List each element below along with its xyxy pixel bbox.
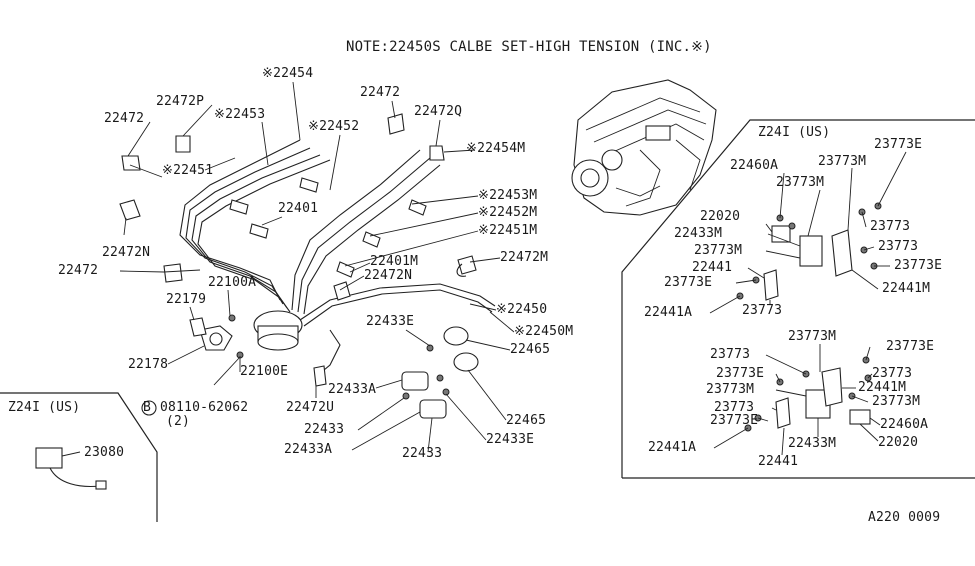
part-label: 23773M bbox=[872, 394, 921, 409]
engine-illustration bbox=[571, 79, 717, 216]
part-label: 23773M bbox=[776, 175, 825, 190]
part-label: 22441A bbox=[644, 305, 693, 320]
part-label: 22433M bbox=[674, 226, 723, 241]
part-label: 22433E bbox=[486, 432, 535, 447]
part-label: ※22452 bbox=[308, 119, 360, 134]
part-label: 23773M bbox=[706, 382, 755, 397]
part-label: 23773 bbox=[872, 366, 913, 381]
part-label: 22472U bbox=[286, 400, 335, 415]
part-label: 22433A bbox=[284, 442, 333, 457]
part-label: 23773E bbox=[894, 258, 943, 273]
part-label: 23080 bbox=[84, 445, 125, 460]
part-label: 23773E bbox=[874, 137, 923, 152]
part-label: 08110-62062 bbox=[160, 400, 249, 415]
part-label: 22178 bbox=[128, 357, 169, 372]
part-label: 22465 bbox=[506, 413, 547, 428]
part-label: 22465 bbox=[510, 342, 551, 357]
part-label: 23773E bbox=[710, 413, 759, 428]
part-label: 23773M bbox=[788, 329, 837, 344]
part-label: 22441 bbox=[758, 454, 799, 469]
part-label: 22460A bbox=[730, 158, 779, 173]
section-title-main: Z24I (US) bbox=[758, 125, 831, 140]
section-title-left: Z24I (US) bbox=[8, 400, 81, 415]
clamps-left bbox=[119, 135, 191, 283]
part-label: 22433M bbox=[788, 436, 837, 451]
part-label: ※22451 bbox=[162, 163, 214, 178]
part-label: ※22451M bbox=[478, 223, 538, 238]
part-label: 22401 bbox=[278, 201, 319, 216]
part-label: 23773 bbox=[870, 219, 911, 234]
cable-harness bbox=[179, 139, 496, 376]
bolt-marker-circle bbox=[141, 400, 157, 416]
distributor-assembly bbox=[189, 310, 303, 359]
part-label: 23773E bbox=[664, 275, 713, 290]
bracket-assembly-lower bbox=[744, 356, 872, 432]
left-section-frame bbox=[0, 392, 158, 522]
part-label: 22020 bbox=[878, 435, 919, 450]
part-label: 23773M bbox=[694, 243, 743, 258]
clamps-upper bbox=[313, 113, 477, 387]
part-label: 22433A bbox=[328, 382, 377, 397]
note-text: NOTE:22450S CALBE SET-HIGH TENSION (INC.… bbox=[346, 39, 712, 55]
part-label: 23773M bbox=[818, 154, 867, 169]
part-label: 22472M bbox=[500, 250, 549, 265]
part-label: ※22450 bbox=[496, 302, 548, 317]
leader-lines bbox=[61, 81, 515, 457]
part-label: ※22454M bbox=[466, 141, 526, 156]
part-label: 22441 bbox=[692, 260, 733, 275]
part-label: 22433 bbox=[304, 422, 345, 437]
part-label: 22433 bbox=[402, 446, 443, 461]
part-label: 22472Q bbox=[414, 104, 463, 119]
bolt-marker: B bbox=[143, 400, 152, 415]
part-label: 23773 bbox=[714, 400, 755, 415]
part-label: ※22453M bbox=[478, 188, 538, 203]
leader-lines-right bbox=[709, 151, 907, 456]
footer-code: A220 0009 bbox=[868, 510, 941, 525]
part-label: 22460A bbox=[880, 417, 929, 432]
part-label: ※22453 bbox=[214, 107, 266, 122]
part-label: ※22450M bbox=[514, 324, 574, 339]
part-label: 23773E bbox=[716, 366, 765, 381]
part-label: 22472 bbox=[360, 85, 401, 100]
part-label: 23773E bbox=[886, 339, 935, 354]
part-label: 23773 bbox=[742, 303, 783, 318]
part-label: ※22454 bbox=[262, 66, 314, 81]
part-label: 22472N bbox=[364, 268, 413, 283]
ignition-coils bbox=[401, 326, 479, 419]
bracket-assembly-upper bbox=[736, 202, 882, 301]
z24i-section-frame bbox=[621, 119, 975, 478]
part-label: 22441A bbox=[648, 440, 697, 455]
part-label: 22401M bbox=[370, 254, 419, 269]
resistor-23080 bbox=[35, 447, 107, 490]
part-label: ※22452M bbox=[478, 205, 538, 220]
part-label: 22433E bbox=[366, 314, 415, 329]
part-label: 22472 bbox=[58, 263, 99, 278]
part-label: 22100E bbox=[240, 364, 289, 379]
part-label: 22179 bbox=[166, 292, 207, 307]
part-label: 23773 bbox=[878, 239, 919, 254]
part-label: 22020 bbox=[700, 209, 741, 224]
part-label: 22441M bbox=[858, 380, 907, 395]
part-label: (2) bbox=[166, 414, 191, 429]
part-label: 22472 bbox=[104, 111, 145, 126]
part-label: 22472N bbox=[102, 245, 151, 260]
part-label: 22441M bbox=[882, 281, 931, 296]
part-label: 22472P bbox=[156, 94, 205, 109]
part-label: 22100A bbox=[208, 275, 257, 290]
part-label: 23773 bbox=[710, 347, 751, 362]
